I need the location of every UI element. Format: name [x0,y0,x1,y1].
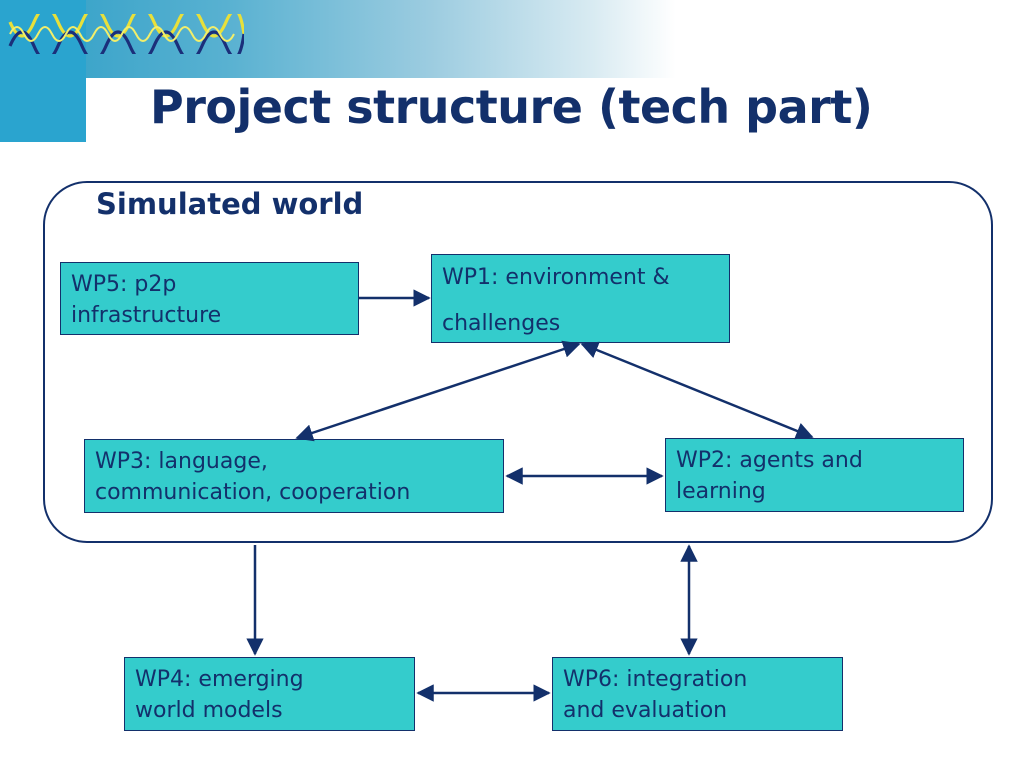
wp1-box: WP1: environment & challenges [431,254,730,343]
wp2-line-1: WP2: agents and [676,448,863,473]
wp2-line-2: learning [676,479,766,504]
project-logo [8,14,244,54]
wp3-box: WP3: language, communication, cooperatio… [84,439,504,513]
simulated-world-container [43,181,993,543]
wp6-box: WP6: integration and evaluation [552,657,843,731]
simulated-world-label: Simulated world [96,187,364,221]
wp4-box: WP4: emerging world models [124,657,415,731]
wp4-line-1: WP4: emerging [135,667,304,692]
wp3-line-1: WP3: language, [95,449,268,474]
wp5-box: WP5: p2p infrastructure [60,262,359,335]
wp5-line-2: infrastructure [71,303,222,328]
wp4-line-2: world models [135,698,283,723]
wp3-line-2: communication, cooperation [95,480,411,505]
wp1-line-1: WP1: environment & [442,265,670,290]
header-side-bar [0,0,86,142]
header-band [0,0,1024,78]
slide-title: Project structure (tech part) [150,80,873,134]
wp1-line-2: challenges [442,311,561,336]
wp2-box: WP2: agents and learning [665,438,964,512]
wp6-line-2: and evaluation [563,698,728,723]
header-curve [86,78,1024,158]
wp5-line-1: WP5: p2p [71,272,177,297]
wp6-line-1: WP6: integration [563,667,748,692]
